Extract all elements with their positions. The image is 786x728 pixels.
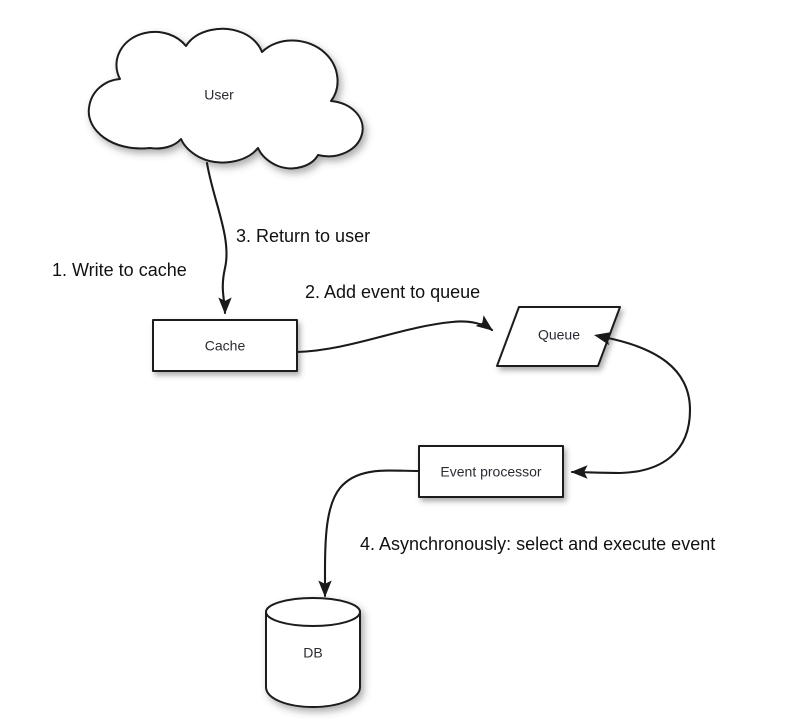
node-db[interactable]: DB [265, 597, 361, 708]
step-label-1: 1. Write to cache [52, 260, 187, 280]
node-label-db: DB [303, 645, 322, 661]
step-label-3: 3. Return to user [236, 226, 370, 246]
node-label-queue: Queue [538, 327, 580, 343]
node-queue[interactable]: Queue [496, 306, 621, 367]
edge-cache-to-queue [295, 315, 494, 354]
edge-event-processor-to-db [318, 469, 421, 598]
node-event-processor[interactable]: Event processor [418, 445, 564, 498]
node-label-cache: Cache [205, 338, 246, 354]
node-label-user: User [204, 87, 234, 103]
edge-user-to-cache [205, 161, 232, 315]
edge-queue-event-processor [570, 331, 692, 479]
node-user[interactable]: User [87, 27, 364, 170]
node-cache[interactable]: Cache [152, 319, 298, 372]
step-label-2: 2. Add event to queue [305, 282, 480, 302]
node-label-event-processor: Event processor [440, 464, 541, 480]
step-label-4: 4. Asynchronously: select and execute ev… [360, 534, 715, 554]
